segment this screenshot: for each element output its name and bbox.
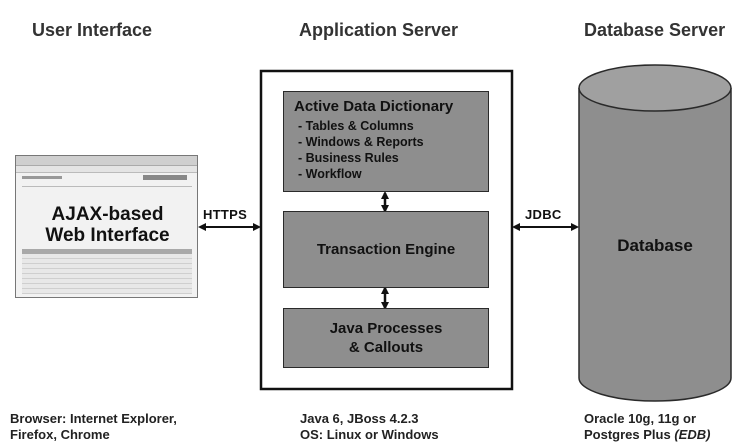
web-interface-label: AJAX-based Web Interface (45, 204, 170, 246)
ui-column-title: User Interface (32, 20, 153, 40)
app-footer-line: Java 6, JBoss 4.2.3 (300, 411, 419, 426)
app-footer-line: OS: Linux or Windows (300, 427, 439, 442)
ui-footer-line: Firefox, Chrome (10, 427, 110, 442)
dictionary-items: - Tables & Columns - Windows & Reports -… (294, 118, 488, 182)
ui-footer: Browser: Internet Explorer, Firefox, Chr… (10, 411, 177, 443)
db-footer: Oracle 10g, 11g or Postgres Plus (EDB) (584, 411, 710, 443)
active-data-dictionary-box: Active Data Dictionary - Tables & Column… (283, 91, 489, 192)
java-processes-box: Java Processes & Callouts (283, 308, 489, 368)
dictionary-title: Active Data Dictionary (294, 98, 454, 115)
dictionary-item: - Tables & Columns (298, 119, 414, 133)
processes-line2: & Callouts (348, 339, 424, 356)
https-label: HTTPS (203, 207, 248, 222)
app-footer: Java 6, JBoss 4.2.3 OS: Linux or Windows (300, 411, 439, 443)
db-column-title: Database Server (584, 20, 726, 40)
dictionary-item: - Workflow (298, 167, 362, 181)
ui-footer-line: Browser: Internet Explorer, (10, 411, 177, 426)
screenshot-titlebar (16, 156, 197, 166)
jdbc-label: JDBC (525, 207, 562, 222)
database-cylinder (578, 64, 732, 402)
database-label: Database (617, 236, 693, 255)
db-footer-line: Postgres Plus (EDB) (584, 427, 711, 442)
transaction-engine-box: Transaction Engine (283, 211, 489, 288)
screenshot-toolbar (16, 166, 197, 173)
dictionary-item: - Windows & Reports (298, 135, 424, 149)
db-footer-line: Oracle 10g, 11g or (584, 411, 697, 426)
app-column-title: Application Server (299, 20, 459, 40)
dictionary-item: - Business Rules (298, 151, 399, 165)
web-interface-screenshot: AJAX-based Web Interface (15, 155, 198, 298)
screenshot-table (22, 254, 192, 294)
processes-line1: Java Processes (329, 320, 443, 337)
transaction-engine-title: Transaction Engine (316, 241, 456, 258)
